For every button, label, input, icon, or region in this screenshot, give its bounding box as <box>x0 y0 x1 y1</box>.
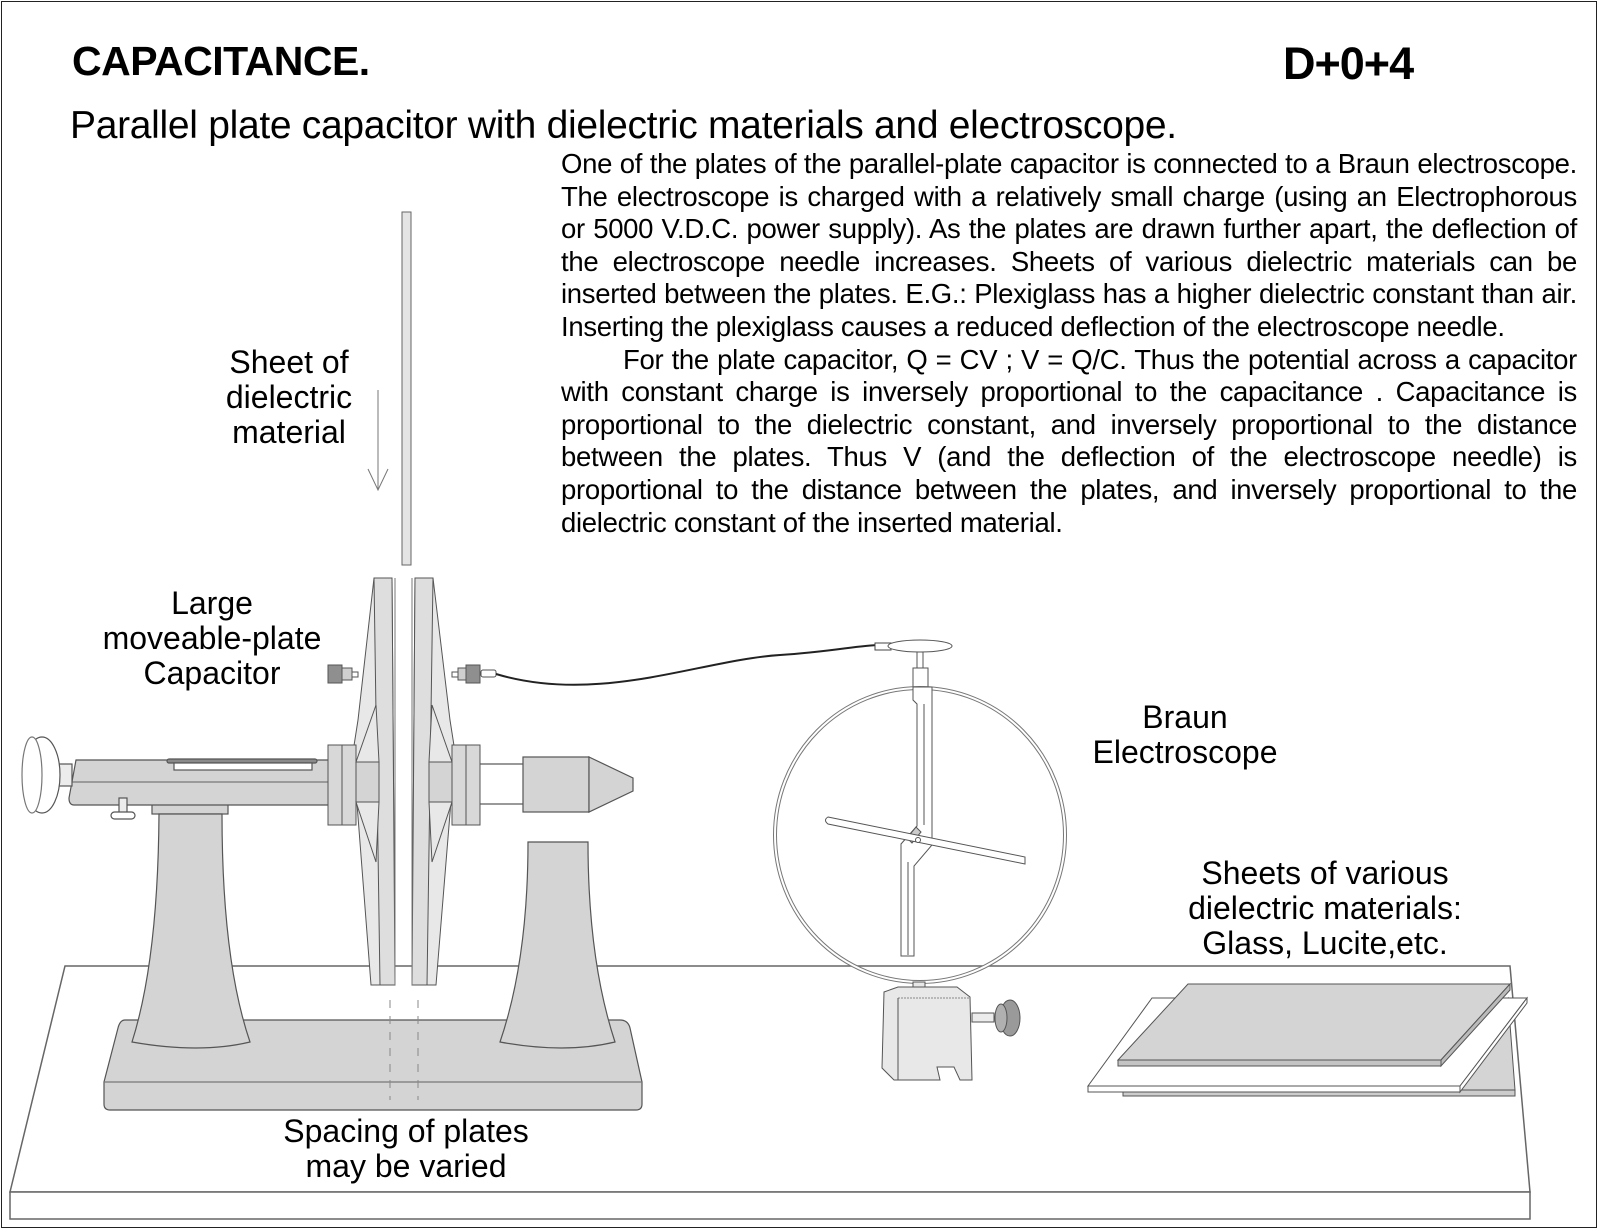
demo-code: D+0+4 <box>1283 38 1414 89</box>
left-pedestal <box>131 797 251 1049</box>
connecting-wire <box>495 642 892 686</box>
label-dielectric-sheets: Sheets of various dielectric materials: … <box>1188 855 1462 961</box>
capacitor-left-plate <box>327 577 396 986</box>
dielectric-sheets-stack <box>1087 982 1529 1097</box>
slide-rail <box>21 736 341 820</box>
label-dielectric-sheet: Sheet of dielectric material <box>225 344 353 450</box>
fixed-support-head <box>477 756 634 813</box>
label-plate-spacing: Spacing of plates may be varied <box>283 1113 529 1184</box>
plate-gap-guides <box>389 1000 419 1100</box>
page-title: CAPACITANCE. <box>72 38 370 84</box>
right-pedestal <box>499 841 616 1049</box>
label-capacitor: Large moveable-plate Capacitor <box>102 585 322 691</box>
description-text: One of the plates of the parallel-plate … <box>561 148 1577 539</box>
arrow-down-icon <box>367 390 389 492</box>
description-paragraph-1: One of the plates of the parallel-plate … <box>561 148 1577 342</box>
description-paragraph-2: For the plate capacitor, Q = CV ; V = Q/… <box>561 343 1577 538</box>
capacitor-right-plate <box>411 577 481 986</box>
label-electroscope: Braun Electroscope <box>1092 699 1278 770</box>
plate-terminals <box>327 664 497 684</box>
braun-electroscope <box>773 639 1067 1081</box>
page-subtitle: Parallel plate capacitor with dielectric… <box>70 104 1177 147</box>
dielectric-sheet <box>401 211 412 566</box>
